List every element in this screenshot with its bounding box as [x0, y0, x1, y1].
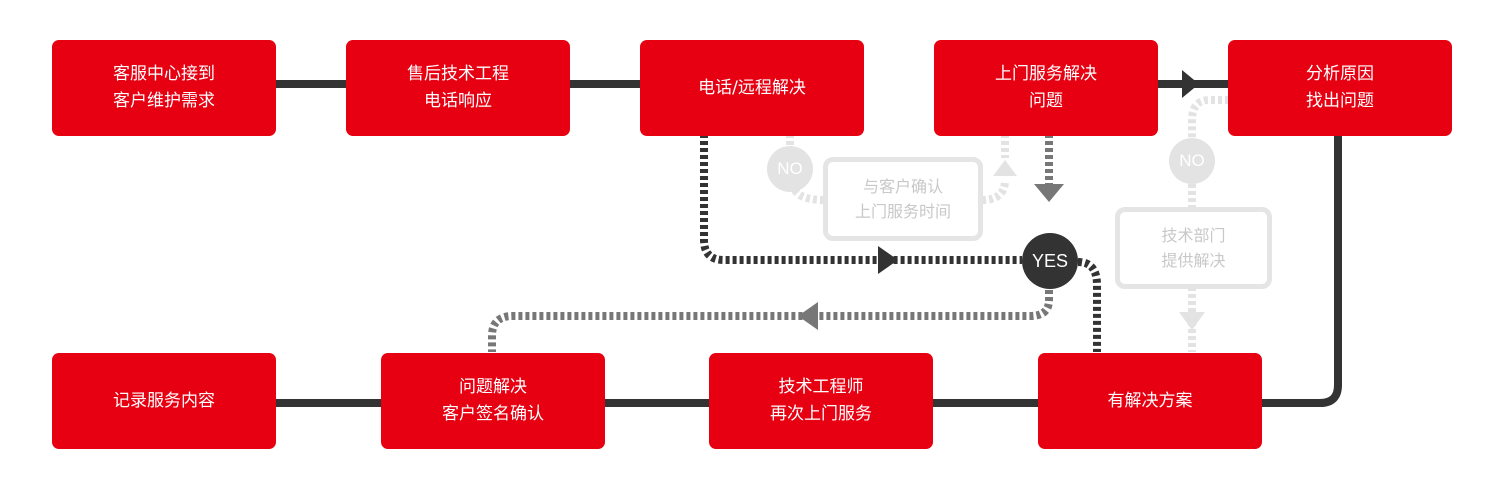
note-label: 技术部门 [1161, 226, 1226, 245]
note-label: 上门服务时间 [854, 202, 951, 221]
dotted-yes-s7 [488, 290, 1053, 352]
decision-yes: YES [1022, 233, 1078, 289]
step-label: 问题 [1029, 91, 1063, 111]
decision-label: NO [1179, 151, 1205, 170]
step-receive-request: 客服中心接到 客户维护需求 [52, 40, 276, 136]
step-onsite-solve: 上门服务解决 问题 [934, 40, 1158, 136]
step-label: 记录服务内容 [113, 390, 215, 411]
note-label: 提供解决 [1161, 251, 1226, 270]
arrow-s4-s5 [1182, 70, 1199, 98]
dotted-yes-s9 [1077, 258, 1101, 352]
arrow-to-yes [878, 246, 898, 274]
step-label: 售后技术工程 [407, 64, 509, 84]
step-label: 找出问题 [1306, 91, 1374, 111]
step-remote-solve: 电话/远程解决 [640, 40, 864, 136]
ghost-confirm-out [981, 179, 1009, 204]
ghost-no-left-out [791, 187, 826, 204]
step-label: 分析原因 [1306, 64, 1374, 84]
step-label: 客户签名确认 [442, 404, 544, 424]
step-customer-sign: 问题解决 客户签名确认 [381, 353, 605, 449]
ghost-no-right-in [1188, 96, 1229, 140]
ghost-arrow-down [1179, 312, 1205, 330]
decision-label: YES [1031, 250, 1069, 271]
step-label: 电话/远程解决 [698, 77, 806, 98]
ghost-arrow-up [993, 160, 1017, 176]
step-record-service: 记录服务内容 [52, 353, 276, 449]
decision-no-right: NO [1169, 138, 1215, 184]
step-label: 客服中心接到 [113, 64, 215, 84]
step-analyze-cause: 分析原因 找出问题 [1228, 40, 1452, 136]
step-engineer-revisit: 技术工程师 再次上门服务 [709, 353, 933, 449]
arrow-s4-yes [1034, 184, 1064, 202]
connector-s5-s9 [1260, 134, 1342, 407]
step-label: 技术工程师 [778, 377, 864, 397]
step-label: 电话响应 [424, 91, 492, 111]
step-label: 有解决方案 [1107, 390, 1193, 411]
note-tech-dept: 技术部门 提供解决 [1115, 207, 1272, 289]
note-confirm-visit-time: 与客户确认 上门服务时间 [823, 157, 983, 241]
decision-no-left: NO [767, 146, 813, 192]
arrow-to-s7 [798, 302, 818, 330]
step-label: 客户维护需求 [113, 91, 215, 111]
step-label: 问题解决 [459, 377, 527, 397]
step-label: 再次上门服务 [770, 404, 872, 424]
step-phone-response: 售后技术工程 电话响应 [346, 40, 570, 136]
step-solution-found: 有解决方案 [1038, 353, 1262, 449]
note-label: 与客户确认 [862, 177, 943, 196]
decision-label: NO [777, 159, 803, 178]
dotted-s3-yes [700, 134, 1022, 264]
step-label: 上门服务解决 [995, 64, 1097, 84]
